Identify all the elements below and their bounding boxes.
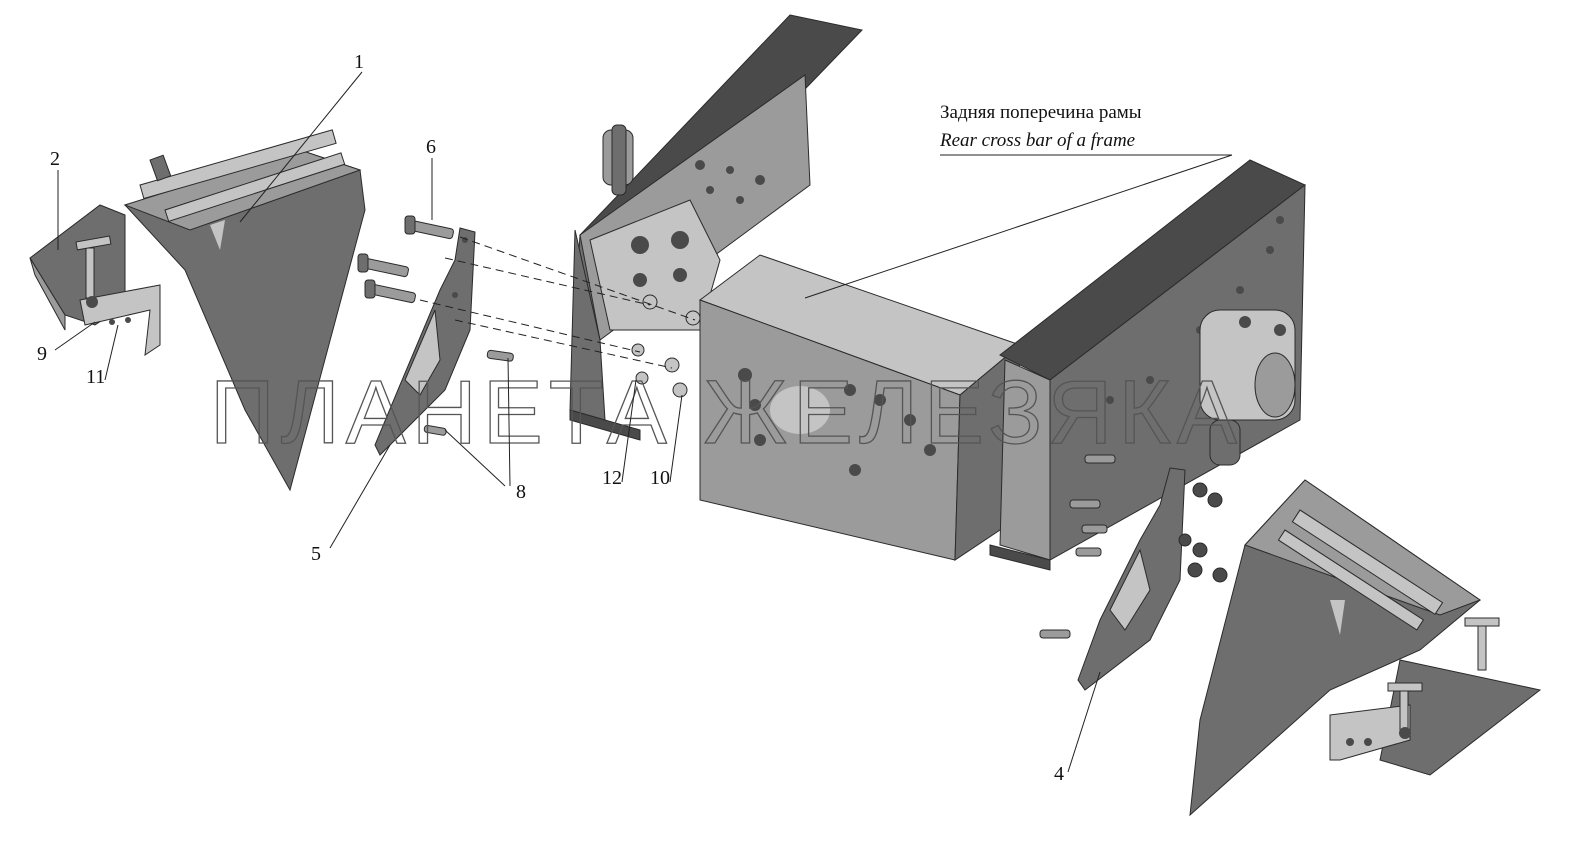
frame-label-en: Rear cross bar of a frame bbox=[939, 130, 1135, 151]
frame-label-ru: Задняя поперечина рамы bbox=[940, 102, 1142, 123]
part-2-bracket bbox=[29, 204, 161, 357]
callout-4: 4 bbox=[1054, 763, 1064, 785]
left-bolts bbox=[357, 215, 514, 436]
part-4-plate bbox=[1039, 454, 1228, 691]
callout-6: 6 bbox=[426, 136, 436, 158]
callouts: 1 2 9 11 6 5 8 12 10 4 bbox=[37, 51, 1064, 785]
callout-1: 1 bbox=[354, 51, 364, 73]
right-mudguard-bracket bbox=[1189, 479, 1542, 817]
watermark: ПЛАНЕТА ЖЕЛЕЗЯКА bbox=[210, 363, 1243, 463]
rear-frame-assembly bbox=[569, 14, 1306, 571]
nuts-10-12 bbox=[631, 294, 701, 398]
callout-8: 8 bbox=[516, 481, 526, 503]
leader-lines bbox=[54, 71, 1233, 773]
callout-9: 9 bbox=[37, 343, 47, 365]
part-1-bracket bbox=[123, 129, 366, 492]
callout-2: 2 bbox=[50, 148, 60, 170]
callout-5: 5 bbox=[311, 543, 321, 565]
callout-10: 10 bbox=[650, 467, 670, 489]
assembly-lines bbox=[419, 236, 696, 369]
part-5-plate bbox=[374, 227, 476, 456]
callout-11: 11 bbox=[86, 366, 105, 388]
callout-12: 12 bbox=[602, 467, 622, 489]
